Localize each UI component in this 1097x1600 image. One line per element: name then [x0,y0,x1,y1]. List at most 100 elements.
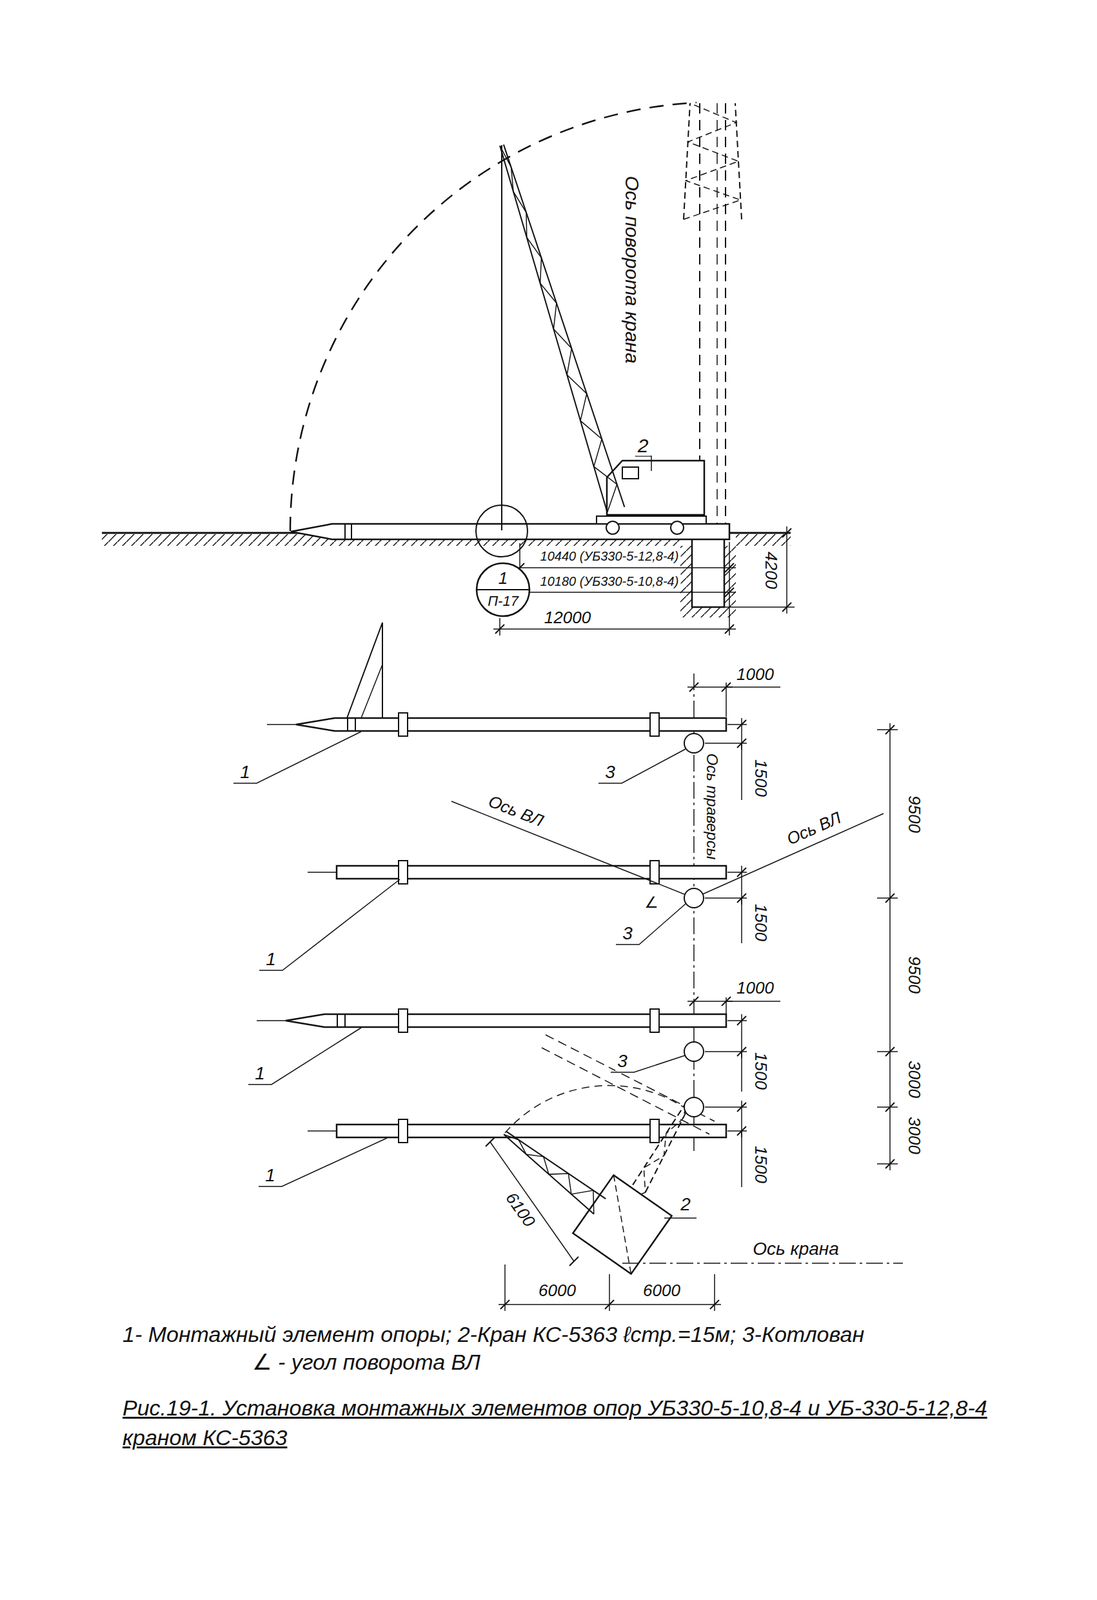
dimension: 10180 (УБ330-5-10,8-4) [538,573,682,589]
crane-window [622,466,639,479]
dimension-line [726,686,781,688]
axis-label: Ось ВЛ [782,807,846,850]
callout-outline [476,563,530,616]
callout-number: 1 [498,569,508,587]
extension-line [877,1050,898,1052]
leader-line [664,1216,697,1219]
dimension-line [741,1051,743,1092]
boom-chord [503,144,625,507]
dimension: 1500 [751,901,771,943]
raised-pole [716,103,718,533]
figure-caption: Рис.19-1. Установка монтажных элементов … [122,1393,1013,1453]
callout-number: 2 [635,434,651,456]
axis-label: Ось ВЛ [484,790,549,831]
boom-swing-arc [504,1085,684,1133]
pole-element [336,865,727,879]
dimension-line [513,591,736,593]
extension-line [727,1129,747,1132]
extension-line [727,871,747,873]
dimension-tick [737,867,747,877]
dimension-line [741,1130,743,1187]
dimension-tick [737,719,747,729]
ground-hatch [724,545,736,607]
dimension-tick [485,1136,495,1147]
axis-label: Ось поворота крана [621,173,643,366]
dimension-tick [689,996,699,1006]
support-stand [361,664,383,718]
dimension-line [741,897,743,943]
dimension: 1000 [734,978,776,998]
pit-circle [684,888,704,908]
pole-joint [354,717,356,731]
pit-circle [684,1097,704,1117]
leader-line [635,455,652,471]
crane-plan [572,1174,672,1274]
dimension-tick [569,1256,579,1266]
dimension: 1500 [751,1049,771,1092]
lifting-arc [290,102,697,531]
hoist-rope [501,145,503,531]
boom-lattice [499,145,618,513]
pit-outline [691,532,725,607]
dimension: 9500 [905,953,925,996]
clamp [398,860,408,884]
dimension-line [786,526,788,614]
pole-axis [266,723,297,725]
boom-chord [506,1131,606,1199]
dimension-line [726,1000,781,1002]
dimension: 6000 [641,1280,683,1300]
clamp [650,1008,660,1032]
dimension: 3000 [905,1058,925,1100]
line-axis [693,813,884,898]
sheet-reference: П-17 [487,592,519,610]
dimension-tick [710,1299,720,1309]
pole-joint [336,1013,338,1027]
dimension-tick [782,602,792,612]
legend-note: ∠ - угол поворота ВЛ [250,1349,483,1374]
dimension-tick [604,1299,614,1309]
dimension-line [889,722,891,1170]
leader-line [259,879,400,970]
pole-element [285,1013,727,1027]
dimension-line [493,628,736,630]
pole-axis [307,871,337,873]
dimension-line [741,742,743,800]
extension-line [877,897,898,899]
crane-body [606,460,705,515]
crane-plan-line [613,1174,631,1274]
line-axis [451,800,694,898]
leader-line [233,731,362,783]
extension-line [728,541,731,636]
ground-hatch [680,545,692,607]
extension-line [877,728,898,731]
dimension: 6100 [501,1187,540,1232]
leader-line [248,1027,362,1085]
swing-element [545,1034,715,1121]
dimension-line [490,1141,574,1261]
raised-pole [724,103,727,533]
callout-text-group: 1П-17 [475,561,531,618]
extension-line [877,1162,898,1165]
dimension-tick [782,528,792,538]
dimension: 3000 [905,1114,925,1156]
extension-line [877,1106,898,1108]
dimension: 4200 [762,549,781,591]
ground-hatch [735,533,791,546]
clamp [650,712,660,736]
callout-divider [477,588,529,591]
ground-hatch [680,606,736,618]
clamp [398,1008,408,1032]
clamp [398,712,408,736]
dimension-tick [495,624,505,634]
clamp [650,860,660,884]
crane-wheel [606,521,620,534]
dimension: 6000 [536,1280,578,1300]
pit-circle [684,1041,704,1061]
dimension-tick [737,1102,747,1112]
dimension-line [513,566,736,569]
dimension-tick [737,1015,747,1025]
crane-axis [622,1262,903,1264]
pit-circle [684,733,704,753]
pole-joint [344,523,346,540]
